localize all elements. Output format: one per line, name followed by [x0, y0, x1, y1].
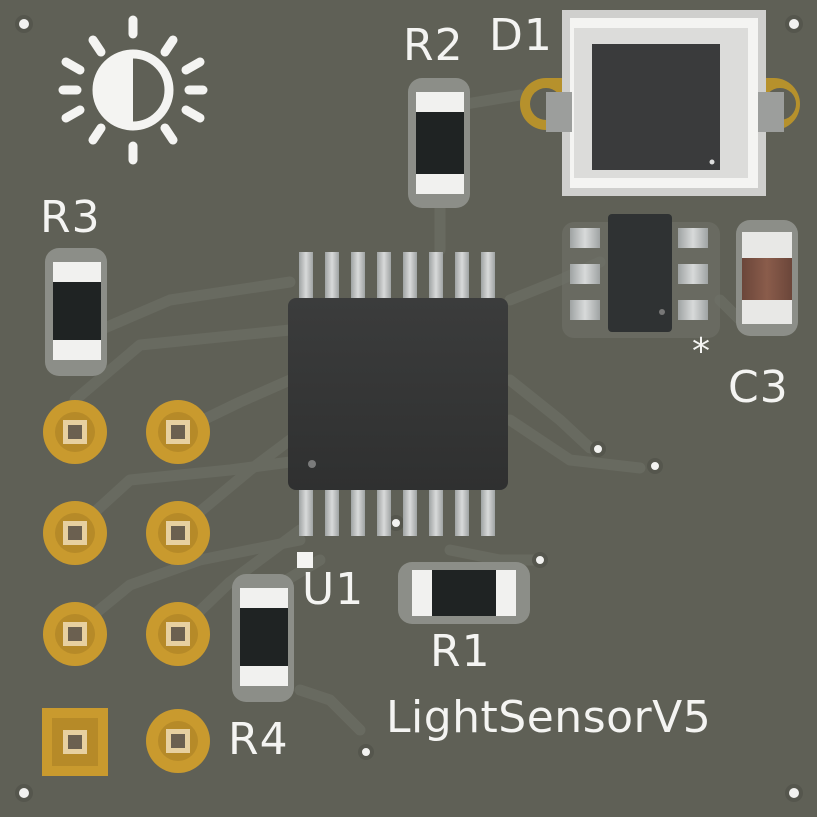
- board-title: LightSensorV5: [386, 692, 712, 743]
- label-r3: R3: [40, 192, 101, 243]
- label-r4: R4: [228, 714, 289, 765]
- pin1-marker-u1: [297, 552, 313, 568]
- header-pad: [43, 602, 107, 666]
- header-pad: [43, 400, 107, 464]
- photodiode-d1: [520, 10, 800, 196]
- label-u1: U1: [302, 564, 365, 615]
- ic-u1: [288, 252, 508, 568]
- label-r2: R2: [403, 20, 464, 71]
- header-pad-pin1: [42, 708, 108, 776]
- vias: [15, 15, 803, 802]
- label-r1: R1: [430, 626, 491, 677]
- resistor-r2: [408, 78, 470, 208]
- header-pad: [146, 501, 210, 565]
- label-d1: D1: [489, 10, 553, 61]
- header-pad: [43, 501, 107, 565]
- header-pad: [146, 602, 210, 666]
- pin-header: [42, 400, 210, 776]
- sot23-ic: [562, 214, 720, 338]
- sun-half-icon: [58, 15, 208, 165]
- header-pad: [146, 400, 210, 464]
- resistor-r3: [45, 248, 107, 376]
- resistor-r1: [398, 562, 530, 624]
- capacitor-c3: [736, 220, 798, 336]
- label-c3: C3: [728, 362, 789, 413]
- pin1-marker-label: *: [692, 331, 711, 372]
- header-pad: [146, 709, 210, 773]
- resistor-r4: [232, 574, 294, 702]
